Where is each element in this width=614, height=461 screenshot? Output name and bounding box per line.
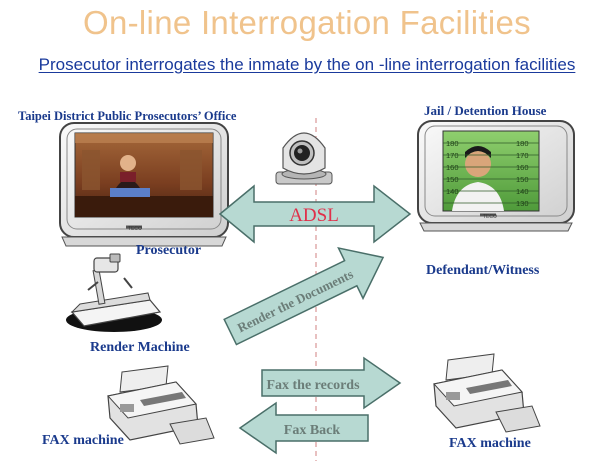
fax-machine-left-label: FAX machine xyxy=(42,433,124,449)
height-mark: 160 xyxy=(516,163,529,172)
height-mark: 140 xyxy=(446,187,459,196)
height-mark: 180 xyxy=(446,139,459,148)
height-mark: 130 xyxy=(516,199,529,208)
adsl-label: ADSL xyxy=(289,205,339,226)
camera-icon xyxy=(276,133,332,184)
fax-back-label: Fax Back xyxy=(284,423,341,438)
render-documents-label: Render the Documents xyxy=(235,266,356,335)
height-mark: 170 xyxy=(516,151,529,160)
height-mark: 180 xyxy=(516,139,529,148)
fax-machine-icon xyxy=(108,366,214,444)
render-documents-arrow: Render the Documents xyxy=(218,232,395,357)
tv-icon xyxy=(60,123,228,246)
height-mark: 150 xyxy=(516,175,529,184)
render-machine-label: Render Machine xyxy=(90,340,190,356)
prosecutors-office-label: Taipei District Public Prosecutors’ Offi… xyxy=(18,109,236,124)
fax-machine-icon xyxy=(434,354,540,432)
tv-brand-right: TECO xyxy=(483,214,497,220)
tv-brand-left: TECO xyxy=(128,226,142,232)
prosecutor-label: Prosecutor xyxy=(136,243,201,259)
defendant-witness-label: Defendant/Witness xyxy=(426,263,539,279)
height-mark: 150 xyxy=(446,175,459,184)
fax-records-label: Fax the records xyxy=(266,378,360,393)
height-mark: 170 xyxy=(446,151,459,160)
height-mark: 140 xyxy=(516,187,529,196)
height-mark: 160 xyxy=(446,163,459,172)
fax-machine-right-label: FAX machine xyxy=(449,436,531,452)
jail-label: Jail / Detention House xyxy=(424,103,546,119)
document-camera-icon xyxy=(66,254,162,332)
